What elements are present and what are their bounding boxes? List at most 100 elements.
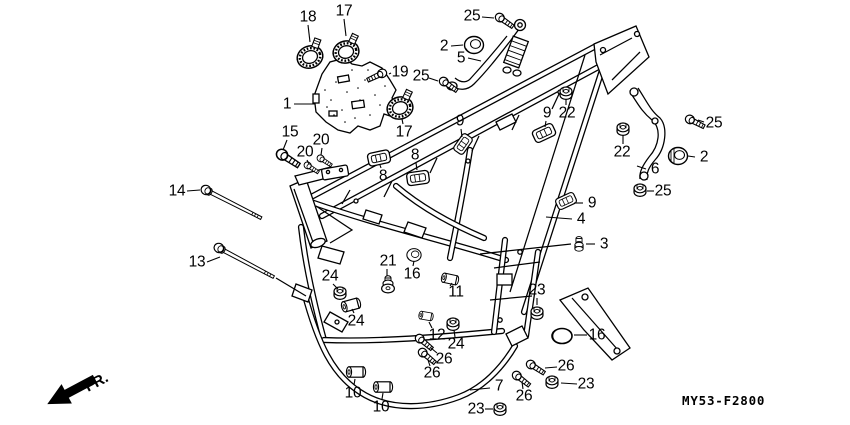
- part-label-2-3: 2: [439, 37, 449, 55]
- part-label-20-13: 20: [312, 131, 330, 149]
- leader-line-25-6: [428, 77, 439, 82]
- bolt-26b-icon: [415, 345, 439, 367]
- part-label-16-28: 16: [403, 265, 421, 283]
- fr-label: FR.: [82, 369, 111, 395]
- nut-23a-icon: [530, 306, 544, 320]
- leader-line-7-39: [469, 387, 491, 391]
- nut-22a-icon: [559, 86, 573, 101]
- stud-3-icon: [574, 236, 584, 252]
- front-direction-arrow: FR.: [47, 369, 111, 405]
- leader-line-11-30: [449, 282, 453, 287]
- leader-line-5-4: [467, 57, 482, 62]
- part-label-8-20: 8: [410, 146, 420, 164]
- part-label-24-34: 24: [447, 335, 465, 353]
- leader-line-25-2: [481, 16, 495, 19]
- leader-line-2-3: [450, 44, 464, 47]
- washer-bolt-21-icon: [381, 275, 395, 294]
- part-label-24-29: 24: [321, 267, 339, 285]
- leader-line-9-18: [544, 120, 547, 128]
- part-label-2-16: 2: [699, 148, 709, 166]
- bushing-10b-icon: [372, 381, 394, 393]
- bolt-26c-icon: [524, 357, 548, 378]
- grommet-16a-icon: [406, 248, 422, 262]
- pad-9b-icon: [530, 121, 558, 145]
- part-label-9-22: 9: [587, 194, 597, 212]
- bolt-26d-icon: [509, 368, 533, 390]
- long-bolt-13-icon: [211, 240, 277, 282]
- nut-25d-icon: [633, 183, 647, 197]
- figure-code: MY53-F2800: [682, 393, 766, 408]
- part-label-15-12: 15: [281, 123, 299, 141]
- side-bracket-part-6: [629, 87, 666, 181]
- heat-guard-part-1: [312, 57, 399, 134]
- leader-line-18-0: [307, 24, 311, 43]
- leader-line-19-5: [388, 72, 392, 75]
- part-label-13-26: 13: [188, 253, 206, 271]
- stay-plate-hole2: [338, 167, 344, 173]
- nut-23b-icon: [545, 375, 559, 389]
- stud-3-pointer: [479, 243, 572, 255]
- leader-line-15-12: [282, 139, 288, 151]
- frame-body: [289, 25, 650, 361]
- part-label-25-11: 25: [705, 114, 723, 132]
- part-label-10-44: 10: [372, 398, 390, 416]
- leader-line-17-8: [401, 118, 404, 125]
- leader-line-20-13: [320, 147, 323, 156]
- part-label-9-9: 9: [455, 112, 465, 130]
- leader-line-24-29: [332, 283, 339, 290]
- part-label-22-15: 22: [613, 143, 631, 161]
- part-label-25-24: 25: [654, 182, 672, 200]
- part-label-20-14: 20: [296, 143, 314, 161]
- part-label-6-17: 6: [650, 160, 660, 178]
- part-label-17-8: 17: [395, 123, 413, 141]
- leader-line-14-21: [186, 189, 201, 192]
- leader-line-26-41: [521, 381, 524, 390]
- leader-line-25-11: [697, 119, 705, 123]
- part-label-16-35: 16: [588, 326, 606, 344]
- pad-8b-icon: [405, 169, 431, 187]
- leader-lines: [186, 16, 705, 410]
- bolt-25-icon: [493, 10, 516, 31]
- long-bolt-14-icon: [198, 183, 264, 223]
- part-label-21-27: 21: [379, 252, 397, 270]
- screw-20-icon: [315, 153, 334, 169]
- part-label-26-37: 26: [557, 357, 575, 375]
- nut-22b-icon: [616, 122, 630, 136]
- part-label-25-2: 25: [463, 7, 481, 25]
- leader-line-16-28: [412, 260, 415, 267]
- grommet-2a-icon: [463, 35, 485, 55]
- part-label-24-32: 24: [347, 312, 365, 330]
- leader-line-26-36: [430, 347, 438, 354]
- leader-line-23-40: [560, 382, 578, 385]
- part-label-26-41: 26: [515, 387, 533, 405]
- part-label-5-4: 5: [456, 49, 466, 67]
- part-label-9-18: 9: [542, 104, 552, 122]
- part-label-26-36: 26: [435, 350, 453, 368]
- leader-line-8-20: [415, 162, 418, 171]
- bolt-13-pointer: [275, 277, 307, 297]
- nut-24c-icon: [446, 317, 460, 331]
- nut-23c-icon: [493, 402, 507, 416]
- pad-9c-icon: [553, 190, 579, 212]
- part-label-11-30: 11: [448, 283, 464, 301]
- part-label-23-40: 23: [577, 375, 595, 393]
- leader-line-6-17: [636, 165, 647, 170]
- leader-line-13-26: [206, 256, 221, 263]
- part-label-23-31: 23: [528, 281, 546, 299]
- leader-line-17-1: [343, 18, 347, 37]
- bushing-10a-icon: [345, 366, 367, 378]
- leader-line-4-23: [545, 216, 573, 220]
- part-label-23-43: 23: [467, 400, 485, 418]
- part-label-22-10: 22: [558, 104, 576, 122]
- cradle-pipe-part-7: [291, 283, 529, 410]
- part-label-7-39: 7: [494, 377, 504, 395]
- part-label-10-42: 10: [344, 384, 362, 402]
- cap-16b-icon: [551, 327, 573, 345]
- part-label-14-21: 14: [168, 182, 186, 200]
- part-label-25-6: 25: [412, 67, 430, 85]
- part-label-17-1: 17: [335, 2, 353, 20]
- nut-24a-icon: [333, 286, 347, 300]
- leader-line-20-14: [306, 159, 310, 165]
